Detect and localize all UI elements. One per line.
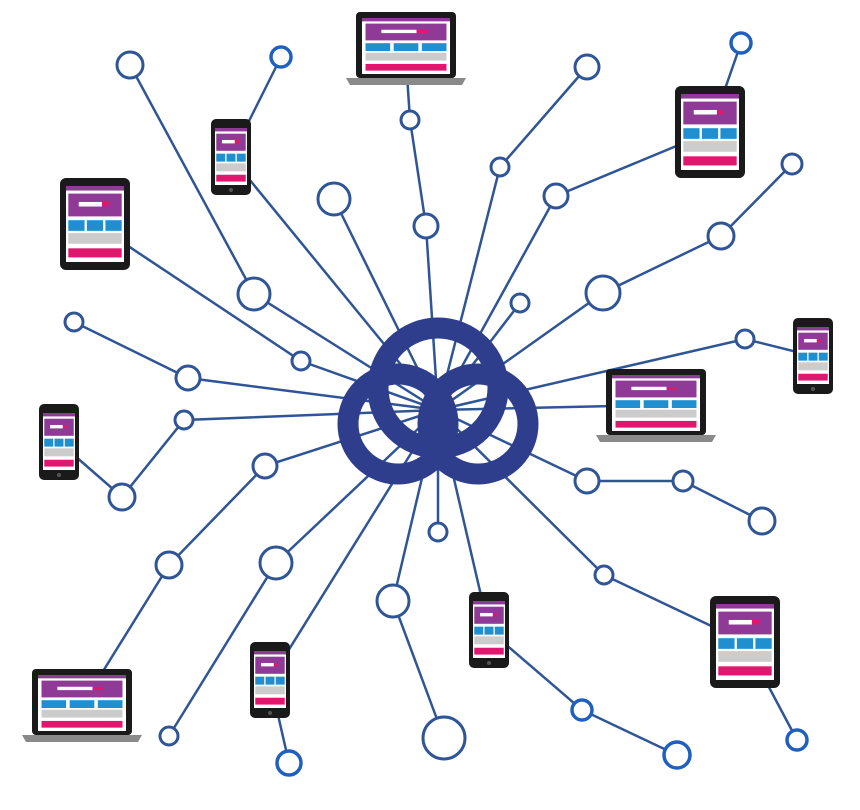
phone-icon xyxy=(250,642,290,718)
laptop-icon xyxy=(22,669,142,742)
tablet-icon xyxy=(710,596,780,688)
node xyxy=(570,698,594,722)
node xyxy=(269,45,293,69)
node xyxy=(671,469,695,493)
node xyxy=(412,212,440,240)
node xyxy=(509,292,531,314)
node xyxy=(427,521,449,543)
tablet-icon xyxy=(675,86,745,178)
node xyxy=(734,328,756,350)
tablet-icon xyxy=(60,178,130,270)
node xyxy=(290,350,312,372)
node xyxy=(593,564,615,586)
phone-icon xyxy=(793,318,833,394)
network-nodes xyxy=(63,31,809,777)
node xyxy=(542,182,570,210)
phone-icon xyxy=(39,404,79,480)
node xyxy=(174,364,202,392)
node xyxy=(63,311,85,333)
node xyxy=(154,550,184,580)
trefoil-logo-icon xyxy=(337,317,539,485)
laptop-icon xyxy=(596,369,716,442)
node xyxy=(275,749,303,777)
node xyxy=(399,109,421,131)
node xyxy=(489,156,511,178)
node xyxy=(158,725,180,747)
node xyxy=(785,728,809,752)
node xyxy=(573,53,601,81)
node xyxy=(706,221,736,251)
node xyxy=(115,50,145,80)
node xyxy=(662,740,692,770)
node xyxy=(421,715,467,761)
node xyxy=(107,482,137,512)
node xyxy=(251,452,279,480)
laptop-icon xyxy=(346,12,466,85)
node xyxy=(173,409,195,431)
node xyxy=(375,583,411,619)
phone-icon xyxy=(469,592,509,668)
phone-icon xyxy=(211,119,251,195)
node xyxy=(258,545,294,581)
node xyxy=(316,181,352,217)
node xyxy=(747,506,777,536)
node xyxy=(573,467,601,495)
node xyxy=(780,152,804,176)
node xyxy=(236,276,272,312)
node xyxy=(584,274,622,312)
node xyxy=(729,31,753,55)
